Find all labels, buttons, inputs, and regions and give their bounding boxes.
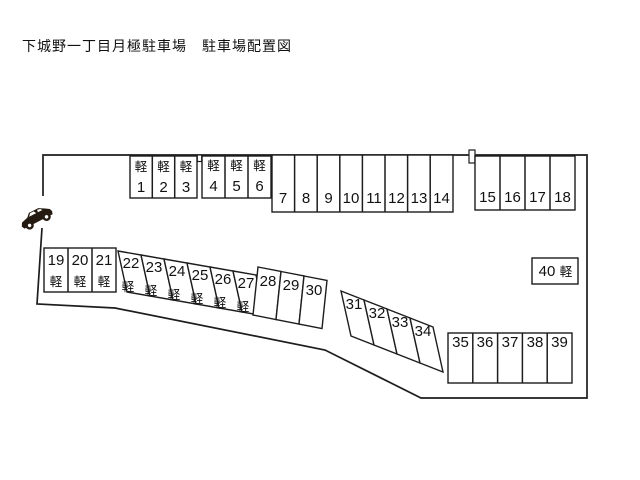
space-34 <box>409 316 444 374</box>
space-32-number: 32 <box>369 305 386 322</box>
space-1-number: 1 <box>137 179 145 196</box>
group-4-6-dividers <box>224 156 249 198</box>
space-17-number: 17 <box>529 189 546 206</box>
space-26-kei-label: 軽 <box>214 296 227 310</box>
space-15-number: 15 <box>479 189 496 206</box>
space-19-number: 19 <box>48 252 65 269</box>
space-6-kei-label: 軽 <box>253 159 266 173</box>
space-2-number: 2 <box>159 179 167 196</box>
space-5-number: 5 <box>232 178 240 195</box>
space-5-kei-label: 軽 <box>230 159 243 173</box>
space-24-kei-label: 軽 <box>168 288 181 302</box>
space-27-kei-label: 軽 <box>237 300 250 314</box>
space-20-number: 20 <box>72 252 89 269</box>
space-18-number: 18 <box>554 189 571 206</box>
page-title: 下城野一丁目月極駐車場 駐車場配置図 <box>22 38 292 54</box>
space-38-number: 38 <box>527 334 544 351</box>
space-29-number: 29 <box>283 277 300 294</box>
space-23-number: 23 <box>146 259 163 276</box>
space-24-number: 24 <box>169 263 186 280</box>
group-1-3-dividers <box>151 156 176 198</box>
group-15-18-dividers <box>499 156 551 210</box>
space-16-number: 16 <box>504 189 521 206</box>
space-35-number: 35 <box>452 334 469 351</box>
space-10-number: 10 <box>343 190 360 207</box>
space-4-number: 4 <box>209 178 217 195</box>
space-34-number: 34 <box>415 323 432 340</box>
space-25-kei-label: 軽 <box>191 292 204 306</box>
space-group-4-6 <box>201 155 272 199</box>
space-12-number: 12 <box>388 190 405 207</box>
space-36-number: 36 <box>477 334 494 351</box>
space-3-number: 3 <box>182 179 190 196</box>
space-14-number: 14 <box>433 190 450 207</box>
space-27-number: 27 <box>238 275 255 292</box>
space-40-kei-label: 軽 <box>560 265 573 279</box>
space-19-kei-label: 軽 <box>50 275 63 289</box>
space-20-kei-label: 軽 <box>74 275 87 289</box>
space-30 <box>298 275 328 330</box>
space-group-19-21 <box>43 247 117 293</box>
space-11-number: 11 <box>366 190 382 207</box>
space-8-number: 8 <box>302 190 310 207</box>
space-13-number: 13 <box>411 190 428 207</box>
space-28-number: 28 <box>260 273 277 290</box>
space-25-number: 25 <box>192 267 209 284</box>
car-icon <box>21 208 53 230</box>
space-6-number: 6 <box>255 178 263 195</box>
space-39-number: 39 <box>551 334 568 351</box>
space-2-kei-label: 軽 <box>157 160 170 174</box>
space-21-kei-label: 軽 <box>98 275 111 289</box>
boundary-notch <box>468 149 476 164</box>
space-3-kei-label: 軽 <box>180 160 193 174</box>
space-30-number: 30 <box>306 282 323 299</box>
space-7-number: 7 <box>279 190 287 207</box>
space-22-kei-label: 軽 <box>122 280 135 294</box>
space-group-35-39 <box>447 332 573 384</box>
space-31-number: 31 <box>346 296 363 313</box>
space-1-kei-label: 軽 <box>135 160 148 174</box>
space-4-kei-label: 軽 <box>207 159 220 173</box>
lot-boundary <box>36 154 588 399</box>
group-7-14-dividers <box>293 155 431 212</box>
space-37-number: 37 <box>502 334 519 351</box>
space-40-number: 40 <box>539 263 556 280</box>
space-23-kei-label: 軽 <box>145 284 158 298</box>
space-group-1-3 <box>129 155 198 199</box>
space-21-number: 21 <box>96 252 113 269</box>
space-22-number: 22 <box>123 255 140 272</box>
space-26-number: 26 <box>215 271 232 288</box>
space-33-number: 33 <box>392 314 409 331</box>
space-9-number: 9 <box>324 190 332 207</box>
group-35-39-dividers <box>472 333 548 383</box>
space-40 <box>531 257 579 285</box>
group-divider-post <box>196 154 203 163</box>
group-19-21-dividers <box>67 248 93 292</box>
